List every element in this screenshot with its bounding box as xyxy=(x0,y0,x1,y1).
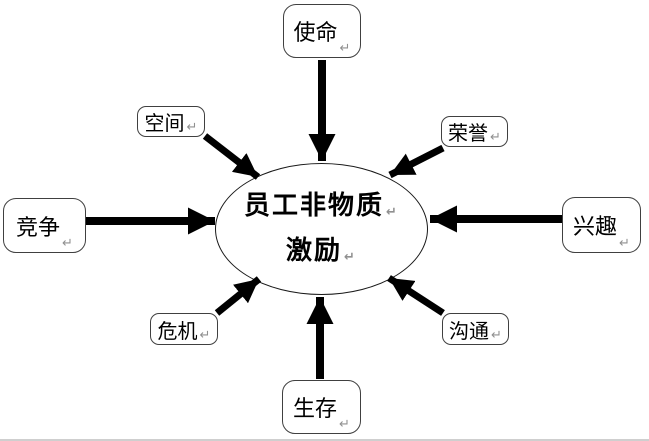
arrow-honor-to-center xyxy=(388,144,445,179)
node-interest-label: 兴趣 xyxy=(573,215,618,240)
paragraph-return-icon: ↵ xyxy=(186,120,198,136)
node-survival: 生存 ↵ xyxy=(282,380,361,434)
center-title-line2: 激励 ↵ xyxy=(286,237,357,266)
node-communication: 沟通 ↵ xyxy=(442,313,509,345)
center-ellipse: 员工非物质 ↵ 激励 ↵ xyxy=(215,163,428,295)
node-honor: 荣誉 ↵ xyxy=(441,116,508,147)
node-communication-label: 沟通 xyxy=(449,318,490,343)
node-competition-label: 竞争 xyxy=(16,215,61,241)
paragraph-return-icon: ↵ xyxy=(619,236,630,252)
node-space: 空间 ↵ xyxy=(137,106,205,137)
paragraph-return-icon: ↵ xyxy=(199,328,211,344)
node-competition: 竞争 ↵ xyxy=(3,198,86,253)
center-title-text1: 员工非物质 xyxy=(244,191,385,222)
node-mission: 使命 ↵ xyxy=(283,4,361,58)
node-survival-label: 生存 xyxy=(293,397,338,422)
paragraph-return-icon: ↵ xyxy=(386,205,399,221)
paragraph-return-icon: ↵ xyxy=(490,130,501,146)
node-crisis-label: 危机 xyxy=(157,318,198,343)
paragraph-return-icon: ↵ xyxy=(344,250,357,265)
node-honor-label: 荣誉 xyxy=(448,121,489,145)
arrow-crisis-to-center xyxy=(214,276,262,316)
paragraph-return-icon: ↵ xyxy=(491,328,502,344)
center-title-line1: 员工非物质 ↵ xyxy=(244,192,399,221)
node-space-label: 空间 xyxy=(144,111,185,135)
paragraph-return-icon: ↵ xyxy=(339,417,350,433)
arrow-space-to-center xyxy=(202,133,261,180)
paragraph-return-icon: ↵ xyxy=(339,41,351,57)
center-title-text2: 激励 xyxy=(286,236,343,266)
node-interest: 兴趣 ↵ xyxy=(562,197,641,253)
arrow-communication-to-center xyxy=(387,275,445,316)
node-crisis: 危机 ↵ xyxy=(150,313,218,345)
node-mission-label: 使命 xyxy=(293,21,338,46)
paragraph-return-icon: ↵ xyxy=(62,236,73,252)
